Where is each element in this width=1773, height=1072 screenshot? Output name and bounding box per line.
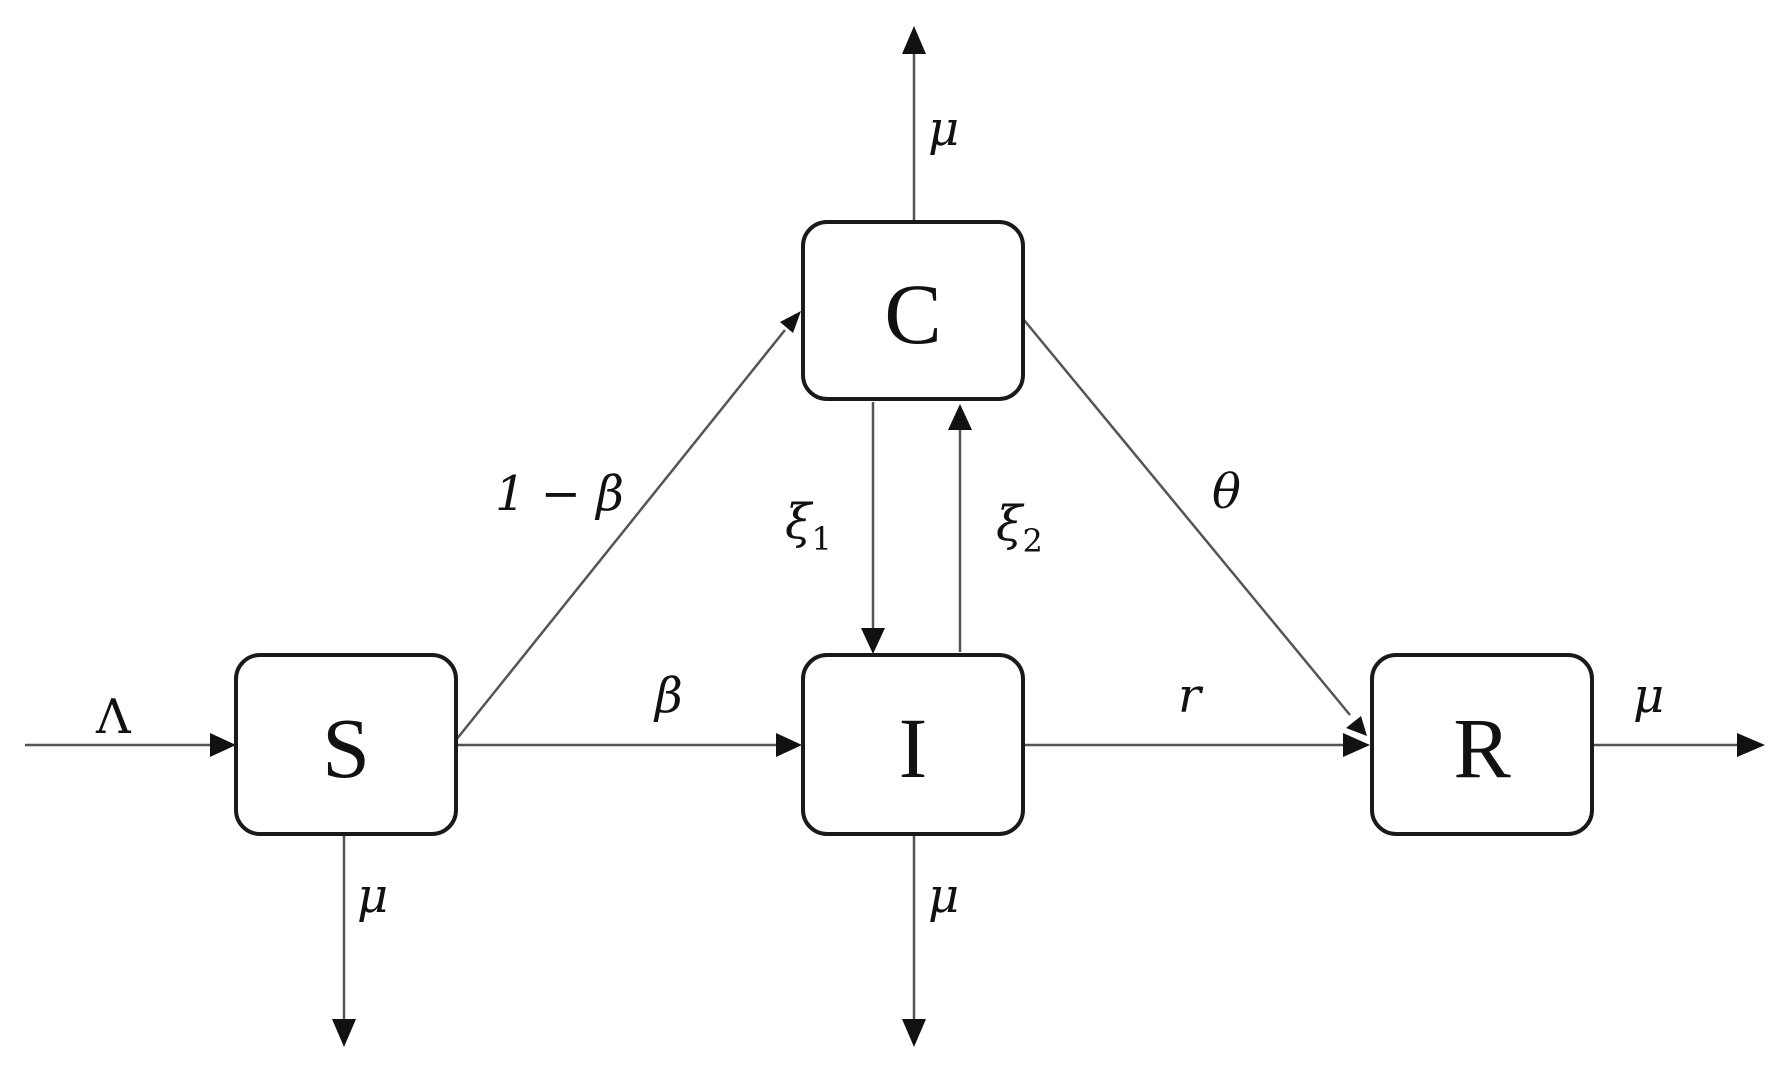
- node-r: R: [1370, 653, 1594, 836]
- edge-i-to-r: [1024, 733, 1370, 757]
- edge-c-to-i: [861, 402, 885, 654]
- arrowhead-icon: [780, 311, 801, 333]
- edge-c-to-r: [1023, 319, 1367, 736]
- rate-label-mu-c: μ: [928, 101, 959, 157]
- rate-label-xi2-sub: 2: [1022, 522, 1042, 560]
- arrowhead-icon: [1346, 716, 1367, 736]
- arrowhead-icon: [210, 733, 236, 757]
- edge-s-to-i: [456, 733, 802, 757]
- rate-label-theta: θ: [1212, 464, 1241, 520]
- rate-label-xi2: ξ2: [996, 496, 1043, 560]
- rate-label-one-minus-beta: 1 − β: [495, 466, 624, 522]
- arrowhead-icon: [902, 1019, 926, 1047]
- rate-label-r: r: [1178, 668, 1204, 724]
- arrowhead-icon: [861, 628, 885, 654]
- node-r-label: R: [1453, 700, 1511, 796]
- node-c-label: C: [884, 266, 941, 362]
- rate-label-lambda: Λ: [95, 689, 132, 745]
- arrowhead-icon: [948, 404, 972, 430]
- node-s-label: S: [322, 700, 370, 796]
- edge-s-outflow: [332, 834, 356, 1047]
- arrowhead-icon: [1737, 733, 1765, 757]
- arrowhead-icon: [902, 26, 926, 54]
- edge-i-outflow: [902, 834, 926, 1047]
- edge-inflow-to-s: [25, 733, 236, 757]
- rate-label-mu-i: μ: [928, 868, 959, 924]
- node-i: I: [801, 653, 1025, 836]
- rate-label-beta: β: [653, 668, 683, 724]
- rate-label-mu-s: μ: [357, 868, 388, 924]
- rate-label-xi1-base: ξ: [785, 494, 814, 550]
- rate-label-xi1: ξ1: [785, 494, 832, 558]
- node-s: S: [234, 653, 458, 836]
- arrowhead-icon: [332, 1019, 356, 1047]
- arrowhead-icon: [1343, 733, 1370, 757]
- node-c: C: [801, 220, 1025, 401]
- rate-label-xi2-base: ξ: [996, 496, 1025, 552]
- node-i-label: I: [899, 700, 928, 796]
- edge-r-outflow: [1594, 733, 1765, 757]
- edge-c-outflow: [902, 26, 926, 222]
- rate-label-mu-r: μ: [1633, 668, 1664, 724]
- arrowhead-icon: [776, 733, 802, 757]
- edge-i-to-c: [948, 404, 972, 652]
- rate-label-xi1-sub: 1: [811, 520, 831, 558]
- edge-s-to-c: [451, 311, 801, 746]
